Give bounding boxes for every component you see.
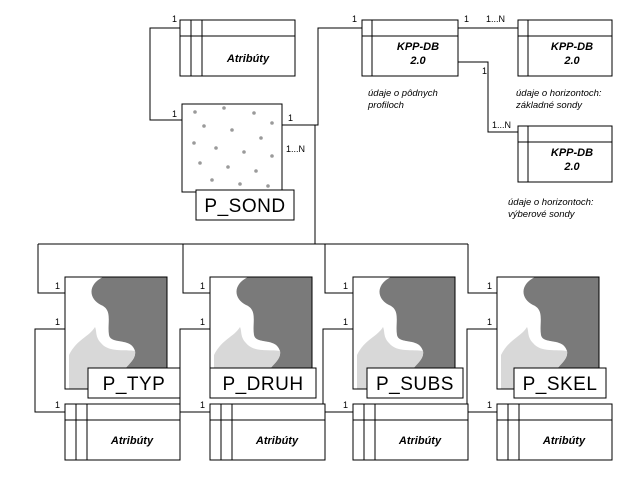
- card-top: 1: [200, 281, 205, 291]
- card-kpp-branch: 1: [482, 66, 487, 76]
- card-one-to-n-b: 1...N: [492, 120, 511, 130]
- kpp-selected-table: KPP-DB 2.0 údaje o horizontoch: výberové…: [508, 125, 613, 220]
- map-label: P_TYP: [103, 374, 166, 395]
- kpp-main-line2: 2.0: [409, 55, 426, 67]
- card-bot: 1: [487, 400, 492, 410]
- card-mid: 1: [343, 317, 348, 327]
- atributy-label: Atribúty: [542, 435, 586, 447]
- atributy-top-table: Atribúty: [179, 19, 296, 77]
- card-mid: 1: [487, 317, 492, 327]
- kpp-main-table: KPP-DB 2.0 údaje o pôdnych profiloch: [361, 19, 459, 111]
- card-bot: 1: [343, 400, 348, 410]
- kpp-main-note-2: profiloch: [367, 100, 404, 111]
- map-group-p-typ: P_TYP Atribúty 1 1 1: [55, 276, 181, 461]
- card-psond-right: 1: [288, 113, 293, 123]
- map-group-p-subs: P_SUBS Atribúty 1 1 1: [343, 276, 469, 461]
- card-psond-children: 1...N: [286, 144, 305, 154]
- card-kpp-out: 1: [464, 14, 469, 24]
- kpp-selected-line1: KPP-DB: [551, 147, 593, 159]
- card-top: 1: [55, 281, 60, 291]
- kpp-basic-table: KPP-DB 2.0 údaje o horizontoch: základné…: [515, 19, 613, 111]
- map-label: P_DRUH: [222, 374, 303, 395]
- connector-lines: [34, 27, 518, 413]
- card-top: 1: [487, 281, 492, 291]
- atributy-label: Atribúty: [255, 435, 299, 447]
- card-atr-top: 1: [172, 14, 177, 24]
- map-label: P_SUBS: [376, 374, 454, 395]
- point-pattern: [192, 106, 274, 188]
- map-label: P_SKEL: [523, 374, 598, 395]
- p-sond-label: P_SOND: [204, 196, 285, 217]
- kpp-basic-note-2: základné sondy: [515, 100, 583, 111]
- kpp-selected-note-1: údaje o horizontoch:: [508, 197, 594, 208]
- map-group-p-druh: P_DRUH Atribúty 1 1 1: [200, 276, 326, 461]
- kpp-main-line1: KPP-DB: [397, 41, 439, 53]
- atributy-label: Atribúty: [110, 435, 154, 447]
- card-top: 1: [343, 281, 348, 291]
- kpp-basic-line2: 2.0: [563, 55, 580, 67]
- card-bot: 1: [55, 400, 60, 410]
- kpp-basic-line1: KPP-DB: [551, 41, 593, 53]
- kpp-main-note-1: údaje o pôdnych: [368, 88, 438, 99]
- atributy-top-label: Atribúty: [226, 53, 270, 65]
- kpp-basic-note-1: údaje o horizontoch:: [516, 88, 602, 99]
- card-kpp-in: 1: [352, 14, 357, 24]
- card-bot: 1: [200, 400, 205, 410]
- card-mid: 1: [200, 317, 205, 327]
- kpp-selected-line2: 2.0: [563, 161, 580, 173]
- card-psond-left: 1: [172, 109, 177, 119]
- cardinality-labels: 1 1 1 1 1 1...N 1 1...N 1...N: [172, 14, 511, 154]
- atributy-label: Atribúty: [398, 435, 442, 447]
- p-sond-entity: P_SOND: [181, 103, 295, 221]
- card-mid: 1: [55, 317, 60, 327]
- map-group-p-skel: P_SKEL Atribúty 1 1 1: [487, 276, 613, 461]
- card-one-to-n-a: 1...N: [486, 14, 505, 24]
- kpp-selected-note-2: výberové sondy: [508, 209, 576, 220]
